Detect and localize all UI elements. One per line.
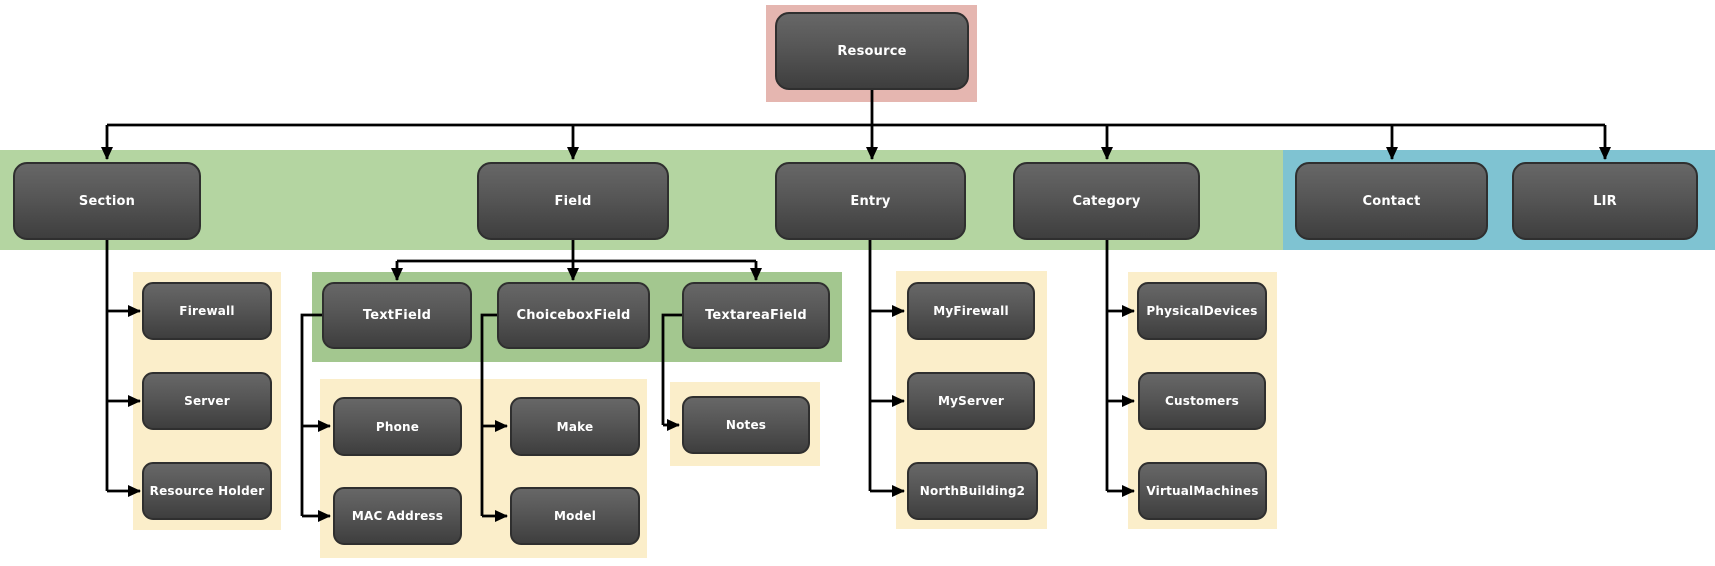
node-label: Customers: [1165, 394, 1239, 408]
node-myfirewall: MyFirewall: [907, 282, 1035, 340]
node-label: ChoiceboxField: [516, 308, 631, 323]
node-make: Make: [510, 397, 640, 456]
connector-field-stem: [397, 240, 756, 263]
node-label: Phone: [375, 419, 420, 434]
node-label: PhysicalDevices: [1146, 304, 1258, 318]
node-label: Server: [184, 394, 230, 408]
node-mac-address: MAC Address: [333, 487, 462, 545]
node-label: Entry: [850, 193, 891, 209]
node-label: VirtualMachines: [1146, 484, 1259, 498]
node-customers: Customers: [1138, 372, 1266, 430]
node-northbuilding2: NorthBuilding2: [907, 462, 1038, 520]
node-notes: Notes: [682, 396, 810, 454]
node-model: Model: [510, 487, 640, 545]
connector-choicebox-stem: [480, 313, 497, 516]
node-label: Make: [556, 419, 594, 434]
node-resource: Resource: [775, 12, 969, 90]
node-server: Server: [142, 372, 272, 430]
connector-textarea-stem: [661, 313, 682, 425]
node-category: Category: [1013, 162, 1200, 240]
node-choiceboxfield: ChoiceboxField: [497, 282, 650, 349]
node-label: Firewall: [179, 304, 235, 318]
node-label: Contact: [1362, 193, 1421, 209]
node-section: Section: [13, 162, 201, 240]
node-label: MyFirewall: [933, 304, 1009, 318]
node-label: MAC Address: [351, 509, 444, 523]
node-entry: Entry: [775, 162, 966, 240]
node-virtualmachines: VirtualMachines: [1138, 462, 1267, 520]
node-phone: Phone: [333, 397, 462, 456]
node-lir: LIR: [1512, 162, 1698, 240]
node-label: Model: [553, 509, 597, 523]
node-firewall: Firewall: [142, 282, 272, 340]
node-label: Notes: [725, 418, 767, 432]
node-contact: Contact: [1295, 162, 1488, 240]
node-label: LIR: [1593, 193, 1617, 209]
node-label: Resource Holder: [149, 484, 265, 498]
node-physicaldevices: PhysicalDevices: [1137, 282, 1267, 340]
node-textareafield: TextareaField: [682, 282, 830, 349]
node-resource-holder: Resource Holder: [142, 462, 272, 520]
node-label: TextareaField: [705, 308, 807, 323]
node-label: Category: [1072, 193, 1141, 209]
node-label: TextField: [362, 308, 432, 323]
node-myserver: MyServer: [907, 372, 1035, 430]
node-label: NorthBuilding2: [919, 484, 1026, 498]
node-textfield: TextField: [322, 282, 472, 349]
node-field: Field: [477, 162, 669, 240]
node-label: Section: [78, 193, 136, 209]
node-label: Field: [554, 193, 592, 209]
node-label: Resource: [837, 43, 907, 59]
node-label: MyServer: [938, 394, 1004, 408]
connector-textfield-stem: [300, 313, 322, 516]
